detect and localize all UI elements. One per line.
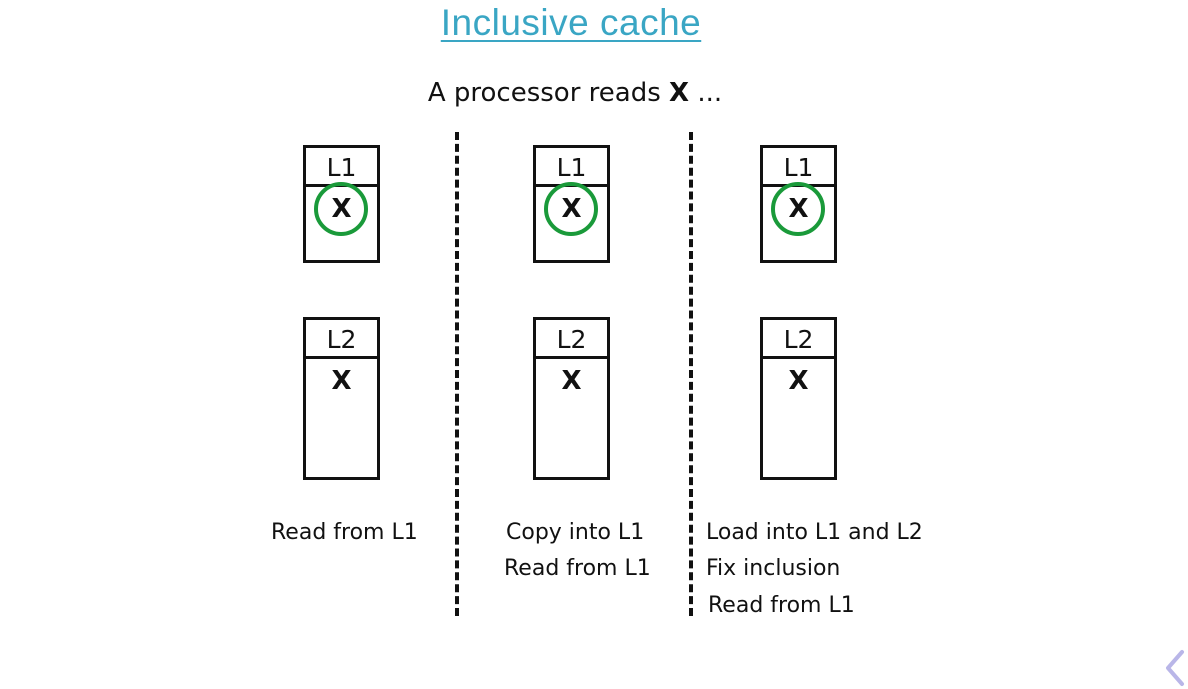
column-divider-2 (689, 132, 693, 616)
cache-hit-ring (771, 182, 825, 236)
subtitle-prefix: A processor reads (427, 78, 670, 108)
l1-cache-col2: L1 X (533, 145, 610, 263)
cache-hit-ring (314, 182, 368, 236)
slide-subtitle: A processor reads X ... (0, 78, 1150, 108)
subtitle-variable: X (669, 78, 690, 108)
caption-col2-line1: Copy into L1 (506, 520, 645, 545)
l1-cache-col1: L1 X (303, 145, 380, 263)
caption-col3-line1: Load into L1 and L2 (706, 520, 923, 545)
l2-cache-col3: L2 X (760, 317, 837, 480)
l2-cache-label: L2 (306, 320, 377, 359)
l2-cache-item: X (561, 366, 582, 396)
l2-cache-label: L2 (763, 320, 834, 359)
caption-col3-line3: Read from L1 (708, 593, 855, 618)
caption-col2-line2: Read from L1 (504, 556, 651, 581)
l2-cache-col1: L2 X (303, 317, 380, 480)
caption-col1-line1: Read from L1 (271, 520, 418, 545)
l2-cache-item: X (331, 366, 352, 396)
caption-col3-line2: Fix inclusion (706, 556, 841, 581)
column-divider-1 (455, 132, 459, 616)
l1-cache-col3: L1 X (760, 145, 837, 263)
l2-cache-label: L2 (536, 320, 607, 359)
cache-hit-ring (544, 182, 598, 236)
chevron-left-icon[interactable] (1160, 648, 1188, 688)
subtitle-suffix: ... (689, 78, 723, 108)
l2-cache-col2: L2 X (533, 317, 610, 480)
l2-cache-item: X (788, 366, 809, 396)
slide-title: Inclusive cache (440, 2, 702, 43)
